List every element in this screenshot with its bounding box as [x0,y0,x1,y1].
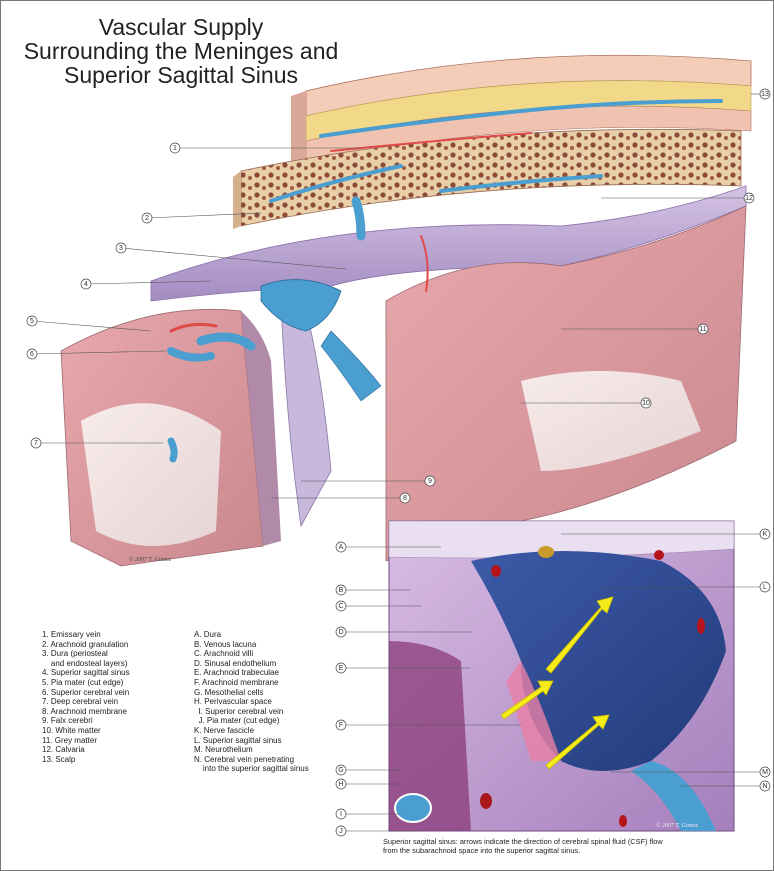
callout-inset-label-N: N [762,783,767,790]
legend-item-lettered-3: D. Sinusal endothelium [194,659,309,669]
legend-item-lettered-14: into the superior sagittal sinus [194,764,309,774]
legend-item-lettered-2: C. Arachnoid villi [194,649,309,659]
legend-item-lettered-8: I. Superior cerebral vein [194,707,309,717]
legend-item-numbered-13: 13. Scalp [42,755,130,765]
callout-inset-label-B: B [339,587,344,594]
callout-inset-label-L: L [763,584,767,591]
legend-item-lettered-10: K. Nerve fascicle [194,726,309,736]
callout-inset-label-E: E [339,665,344,672]
callout-main-label-7: 7 [34,440,38,447]
legend-item-lettered-7: H. Perivascular space [194,697,309,707]
callout-main-label-3: 3 [119,245,123,252]
legend-item-lettered-4: E. Arachnoid trabeculae [194,668,309,678]
callout-main-label-9: 9 [428,478,432,485]
legend-item-numbered-6: 6. Superior cerebral vein [42,688,130,698]
callout-main-label-1: 1 [173,145,177,152]
inset-panel: © 2007 T. Gomez [389,521,734,831]
callout-main-label-13: 13 [761,91,769,98]
callout-inset-label-F: F [339,722,343,729]
callout-inset-label-J: J [339,828,343,835]
callout-inset-label-G: G [338,767,343,774]
legend-item-numbered-10: 10. White matter [42,726,130,736]
callout-inset-label-H: H [338,781,343,788]
caption: Superior sagittal sinus: arrows indicate… [383,837,723,855]
legend-item-numbered-5: 5. Pia mater (cut edge) [42,678,130,688]
callout-inset-label-I: I [340,811,342,818]
superior-sagittal-sinus [261,280,341,331]
callout-main-label-2: 2 [145,215,149,222]
legend-item-numbered-3: and endosteal layers) [42,659,130,669]
callout-inset-label-C: C [338,603,343,610]
legend-item-numbered-4: 4. Superior sagittal sinus [42,668,130,678]
inset-signature: © 2007 T. Gomez [656,822,699,829]
legend-item-lettered-12: M. Neurothelium [194,745,309,755]
callout-inset-label-D: D [338,629,343,636]
callout-inset-label-M: M [762,769,768,776]
callout-inset-label-K: K [763,531,768,538]
legend-item-numbered-0: 1. Emissary vein [42,630,130,640]
legend-item-lettered-13: N. Cerebral vein penetrating [194,755,309,765]
legend-item-numbered-11: 11. Grey matter [42,736,130,746]
callout-main-label-10: 10 [642,400,650,407]
legend-item-lettered-5: F. Arachnoid membrane [194,678,309,688]
callout-inset-label-A: A [339,544,344,551]
legend-item-numbered-7: 7. Deep cerebral vein [42,697,130,707]
callout-main-label-12: 12 [745,195,753,202]
callout-main-label-11: 11 [699,326,706,333]
legend-item-lettered-0: A. Dura [194,630,309,640]
callout-main-label-4: 4 [84,281,88,288]
legend-item-numbered-1: 2. Arachnoid granulation [42,640,130,650]
caption-line-2: from the subarachnoid space into the sup… [383,846,723,855]
legend-item-lettered-11: L. Superior sagittal sinus [194,736,309,746]
legend-item-lettered-1: B. Venous lacuna [194,640,309,650]
legend-item-numbered-9: 9. Falx cerebri [42,716,130,726]
legend-item-lettered-9: J. Pia mater (cut edge) [194,716,309,726]
callout-main-label-8: 8 [403,495,407,502]
signature: © 2007 T. Gomez [129,556,172,563]
legend-item-numbered-2: 3. Dura (periosteal [42,649,130,659]
legend-item-lettered-6: G. Mesothelial cells [194,688,309,698]
callout-main-label-5: 5 [30,318,34,325]
legend-item-numbered-12: 12. Calvaria [42,745,130,755]
callout-main-label-6: 6 [30,351,34,358]
caption-line-1: Superior sagittal sinus: arrows indicate… [383,837,723,846]
legend-item-numbered-8: 8. Arachnoid membrane [42,707,130,717]
